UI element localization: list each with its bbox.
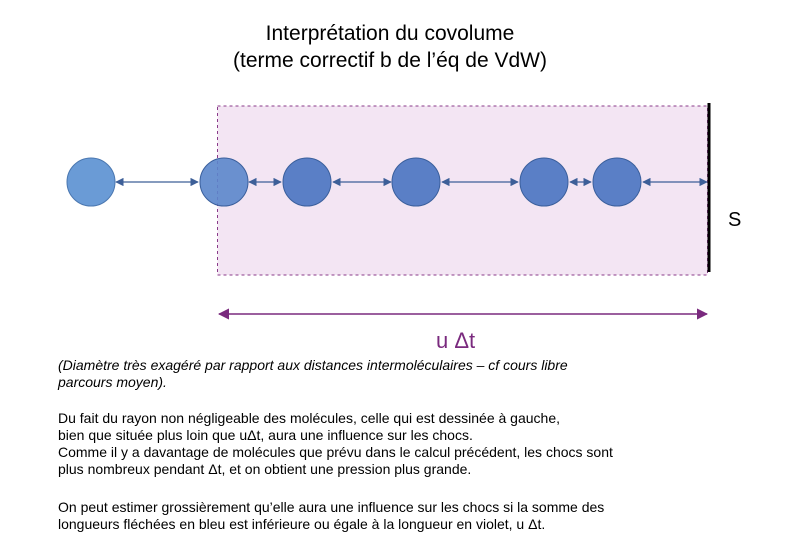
- paragraph-2-line-1: On peut estimer grossièrement qu’elle au…: [58, 499, 605, 515]
- molecule-2: [282, 157, 332, 207]
- paragraph-1-line-2: bien que située plus loin que uΔt, aura …: [58, 427, 473, 443]
- title-line-2: (terme correctif b de l’éq de VdW): [233, 49, 547, 72]
- title-line-1: Interprétation du covolume: [265, 22, 515, 45]
- diagram-title: Interprétation du covolume (terme correc…: [180, 20, 600, 74]
- caption: (Diamètre très exagéré par rapport aux d…: [58, 357, 568, 391]
- distance-label: u Δt: [436, 328, 475, 353]
- molecule-4: [519, 157, 569, 207]
- paragraph-1-line-4: plus nombreux pendant Δt, et on obtient …: [58, 461, 472, 477]
- molecule-1: [199, 157, 249, 207]
- molecule-3: [391, 157, 441, 207]
- paragraph-1-line-1: Du fait du rayon non négligeable des mol…: [58, 410, 560, 426]
- paragraph-1-line-3: Comme il y a davantage de molécules que …: [58, 444, 613, 460]
- caption-line-2: parcours moyen).: [58, 374, 167, 390]
- surface-label: S: [728, 209, 741, 231]
- paragraph-2: On peut estimer grossièrement qu’elle au…: [58, 499, 778, 533]
- caption-line-1: (Diamètre très exagéré par rapport aux d…: [58, 357, 568, 373]
- molecule-5: [592, 157, 642, 207]
- paragraph-1: Du fait du rayon non négligeable des mol…: [58, 410, 778, 478]
- molecule-outside: [66, 157, 116, 207]
- paragraph-2-line-2: longueurs fléchées en bleu est inférieur…: [58, 516, 546, 532]
